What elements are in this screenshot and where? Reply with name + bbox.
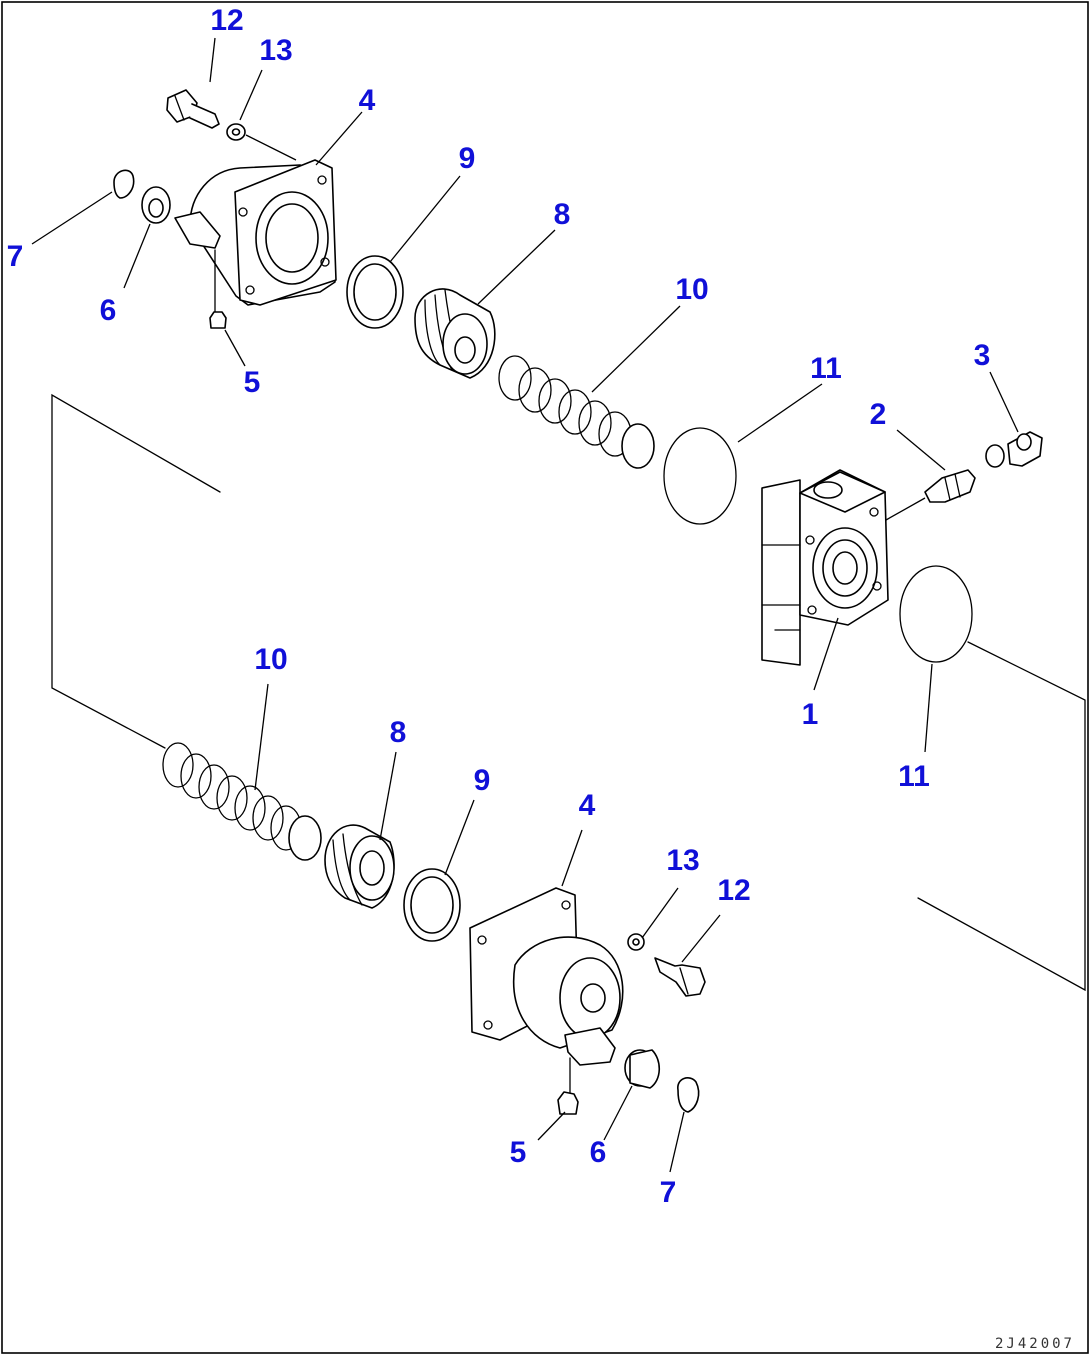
bleeder-bottom: [557, 1091, 579, 1115]
bushing-top: [141, 186, 171, 224]
valve-body: [761, 469, 889, 666]
bolt-top: [166, 89, 220, 129]
callout-4-top: 4: [359, 84, 376, 117]
callout-8-bottom: 8: [390, 716, 407, 749]
callout-2: 2: [870, 398, 887, 431]
piston-bottom: [324, 824, 395, 909]
callout-7-top: 7: [7, 240, 24, 273]
callout-6-bottom: 6: [590, 1136, 607, 1169]
drawing-code: 2J42007: [995, 1336, 1075, 1352]
o-ring-lower: [899, 565, 973, 663]
assembly-guide-right: [917, 641, 1086, 992]
callout-13-top: 13: [259, 34, 292, 67]
callout-6-top: 6: [100, 294, 117, 327]
spring-top: [498, 355, 655, 469]
callout-1: 1: [802, 698, 819, 731]
callout-3: 3: [974, 339, 991, 372]
callout-8-top: 8: [554, 198, 571, 231]
assembly-guide-left: [51, 393, 221, 749]
callout-11-lower: 11: [898, 760, 930, 793]
bleed-valve: [924, 469, 976, 503]
cover-bottom: [469, 887, 624, 1096]
callout-13-bottom: 13: [666, 844, 699, 877]
bushing-bottom: [624, 1049, 661, 1089]
leader-lines: [31, 37, 1019, 1173]
callout-10-top: 10: [675, 273, 708, 306]
plug: [985, 431, 1043, 468]
bleeder-top: [209, 311, 227, 329]
callout-5-top: 5: [244, 366, 261, 399]
callout-12-bottom: 12: [717, 874, 750, 907]
spring-bottom: [162, 742, 322, 861]
callout-11-upper: 11: [810, 352, 842, 385]
cover-top: [174, 159, 337, 313]
callout-4-bottom: 4: [579, 789, 596, 822]
callout-10-bottom: 10: [254, 643, 287, 676]
callout-12-top: 12: [210, 4, 243, 37]
callout-9-top: 9: [459, 142, 476, 175]
callout-5-bottom: 5: [510, 1136, 527, 1169]
callout-7-bottom: 7: [660, 1176, 677, 1209]
piston-top: [414, 288, 496, 379]
cap-top: [113, 169, 135, 199]
o-ring-upper: [663, 427, 737, 525]
seal-bottom: [403, 868, 461, 942]
callout-9-bottom: 9: [474, 764, 491, 797]
seal-top: [346, 255, 404, 329]
bolt-bottom: [654, 957, 706, 997]
cap-bottom: [677, 1077, 700, 1113]
